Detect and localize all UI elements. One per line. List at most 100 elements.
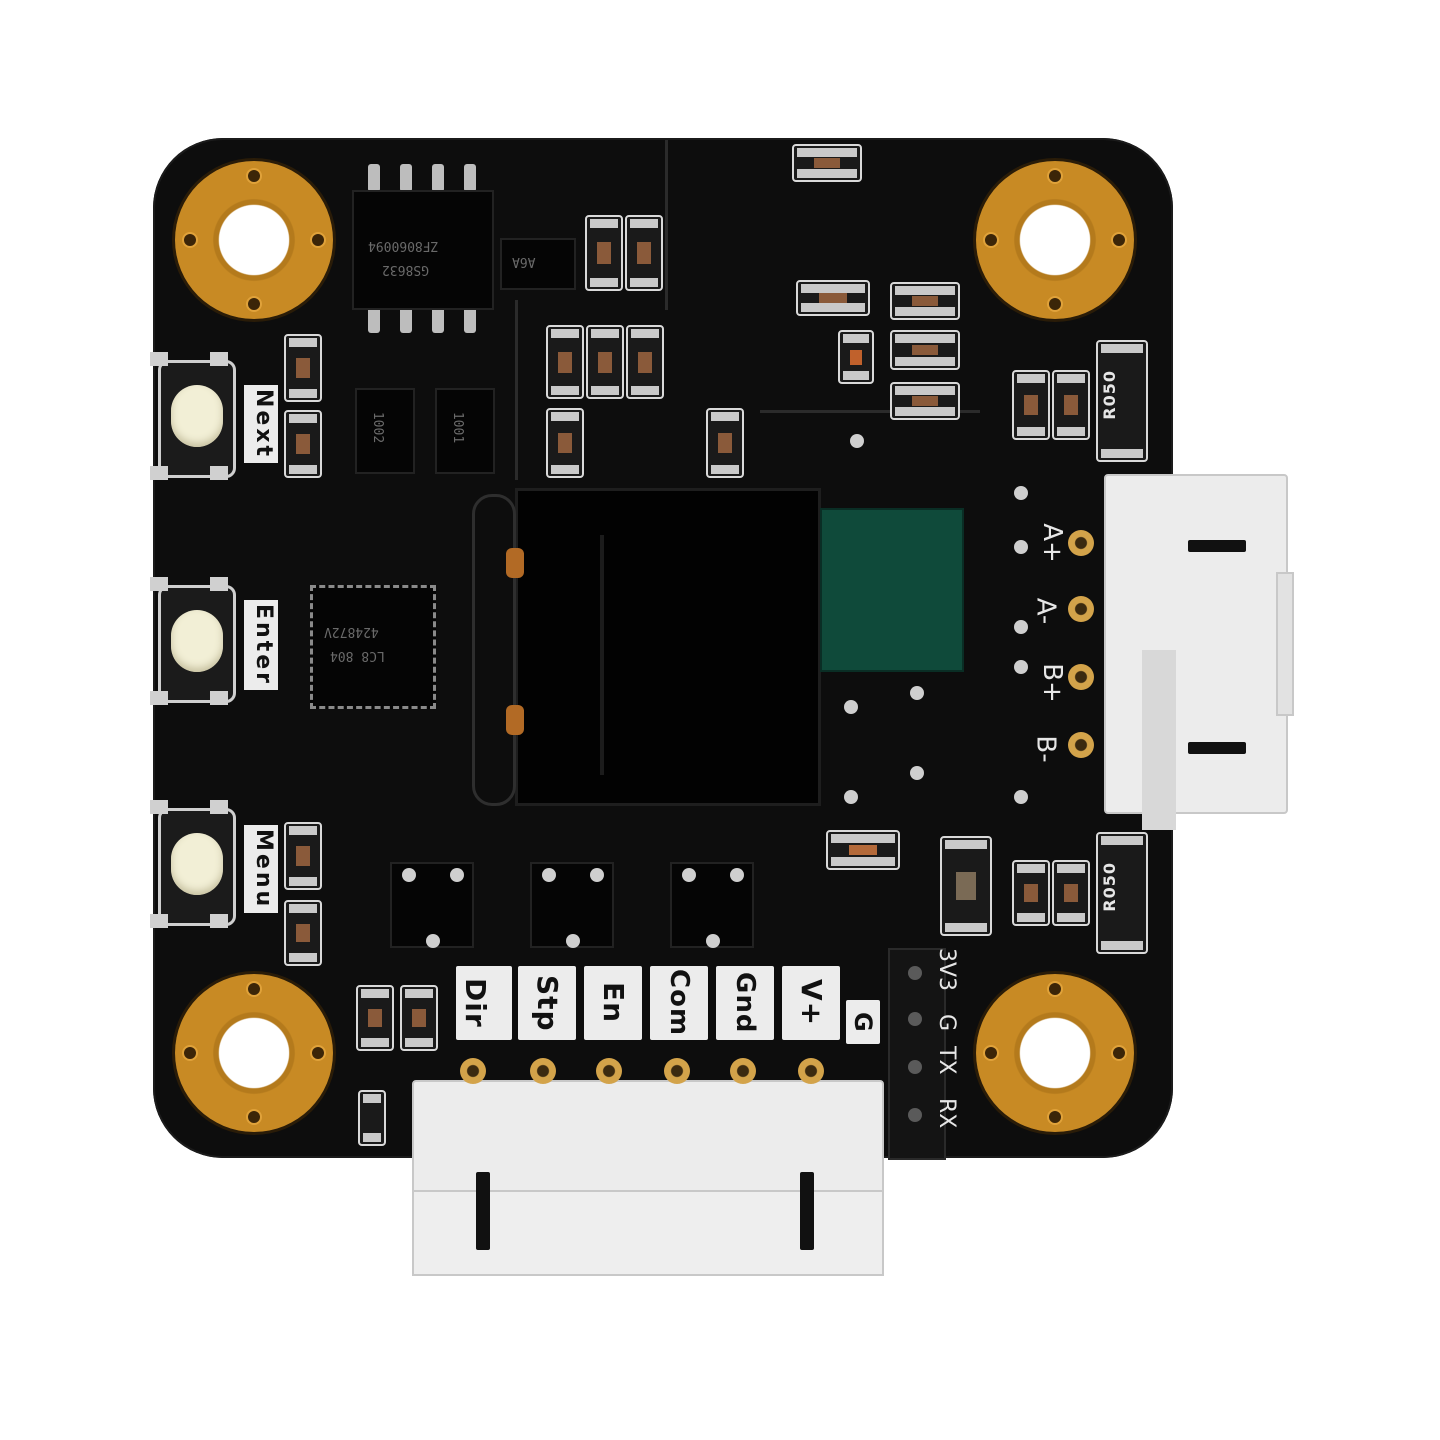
chip-pin [464,305,476,333]
enter-button[interactable] [158,585,236,703]
via [1049,1111,1061,1123]
button-foot [210,691,228,705]
chip-1001-marking: 1001 [450,411,466,444]
solder-dot [910,766,924,780]
smd-capacitor [546,325,584,399]
next-button-label: Next [244,385,278,464]
chip-1002 [355,388,415,474]
motor-connector-tab [1276,572,1294,716]
mcu-marking-2: LC8 804 [330,648,385,663]
transistor-chip [500,238,576,290]
smd-capacitor [284,900,322,966]
smd-capacitor [1012,860,1050,926]
gnd-pad-label: G [846,1000,880,1044]
eeprom-marking-1: ZF8060094 [368,238,439,253]
control-connector-slot [476,1172,490,1250]
solder-dot [730,868,744,882]
chip-pin [464,164,476,192]
mcu-chip [310,585,436,709]
enter-button-label: Enter [244,600,278,690]
button-foot [150,914,168,928]
solder-dot [844,790,858,804]
uart-label-g: G [934,1014,959,1032]
smd-capacitor [796,280,870,316]
pin-label-com: Com [650,966,708,1040]
solder-dot [426,934,440,948]
chip-pin [400,164,412,192]
button-foot [150,466,168,480]
menu-button[interactable] [158,808,236,926]
solder-dot [1014,660,1028,674]
trace [760,410,980,413]
button-foot [150,691,168,705]
mounting-hole-top-right [976,161,1134,319]
mounting-hole-bottom-right [976,974,1134,1132]
chip-pin [400,305,412,333]
solder-dot [450,868,464,882]
smd-resistor [625,215,663,291]
enter-button-cap[interactable] [171,610,223,672]
via [184,1047,196,1059]
next-button-cap[interactable] [171,385,223,447]
via [1113,1047,1125,1059]
via [248,1111,260,1123]
button-foot [150,800,168,814]
solder-dot [1014,540,1028,554]
eeprom-chip [352,190,494,310]
smd-capacitor [284,410,322,478]
smd-resistor [585,215,623,291]
solder-dot [566,934,580,948]
solder-dot [590,868,604,882]
shunt-resistor-bottom-label: R050 [1100,862,1119,912]
control-connector-post [664,1058,690,1084]
solder-dot [402,868,416,882]
solder-dot [910,686,924,700]
motor-pin-label-a-plus: A+ [1036,523,1067,563]
via [985,1047,997,1059]
motor-pin-label-b-plus: B+ [1036,663,1067,703]
solder-dot [706,934,720,948]
menu-button-cap[interactable] [171,833,223,895]
solder-dot [682,868,696,882]
chip-1001 [435,388,495,474]
pin-label-gnd: Gnd [716,966,774,1040]
smd-capacitor [1012,370,1050,440]
control-connector-post [730,1058,756,1084]
button-foot [210,914,228,928]
pin-label-vplus: V+ [782,966,840,1040]
button-foot [210,800,228,814]
chip-pin [432,305,444,333]
solder-dot [1014,620,1028,634]
motor-pin-label-b-minus: B- [1030,735,1061,763]
smd-capacitor [356,985,394,1051]
shunt-resistor-top-label: R050 [1100,370,1119,420]
smd-capacitor [284,334,322,402]
via [1049,170,1061,182]
mcu-marking-1: 424872V [324,624,379,639]
shunt-resistor-top [1096,340,1148,462]
solder-dot [844,700,858,714]
uart-pin [908,1108,922,1122]
pin-label-en: En [584,966,642,1040]
via [312,234,324,246]
uart-header[interactable] [888,948,946,1160]
via [248,170,260,182]
smd-capacitor [586,325,624,399]
button-foot [150,577,168,591]
next-button[interactable] [158,360,236,478]
inductor-module [515,488,821,806]
smd-capacitor [890,282,960,320]
motor-connector[interactable] [1104,474,1288,814]
smd-capacitor [890,330,960,370]
shunt-resistor-bottom [1096,832,1148,954]
smd-capacitor [890,382,960,420]
pin-label-stp: Stp [518,966,576,1040]
button-foot [210,577,228,591]
smd-capacitor [1052,370,1090,440]
via [312,1047,324,1059]
smd-capacitor [284,822,322,890]
uart-label-tx: TX [934,1046,959,1075]
mounting-hole-top-left [175,161,333,319]
motor-connector-post [1068,530,1094,556]
solder-dot [542,868,556,882]
